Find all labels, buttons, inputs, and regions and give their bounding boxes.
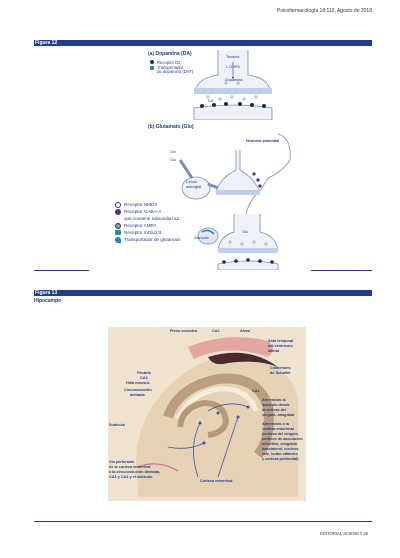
label-ent-2: corteza entorrinal [262, 427, 294, 431]
neuron-label: Neurona piramidal [246, 139, 280, 143]
label-aff-4: cíngulo, amígdala [262, 413, 295, 417]
label-ent-3: (corteza del cíngulo, [262, 432, 299, 436]
figure-12-rule-left [34, 270, 89, 271]
panel-b-title: (b) Glutamato (Glu) [148, 124, 194, 130]
label-asta-1: Asta temporal [268, 339, 294, 343]
label-ca2: CA2 [212, 329, 220, 333]
astroglial-label-1: Célula [186, 180, 197, 184]
bottom-rule [34, 521, 372, 522]
label-ent-7: rafe, bulbo olfatorio [262, 452, 298, 456]
label-ent-1: Aferencias a la [262, 422, 289, 426]
astrocyte-label: Astrocito [194, 236, 209, 240]
da-label: DA [208, 99, 214, 103]
dopamine-synapse-diagram [193, 50, 273, 120]
dat-label-2: de dopamina (DAT) [157, 69, 194, 74]
l-dopa-label: L-DOPA [226, 65, 240, 69]
label-aff-2: subículo desde [262, 403, 290, 407]
dat-label-1: Transportador [157, 65, 184, 70]
page-footer: EDITORIAL SCIENS // 25 [320, 531, 368, 536]
legend-nmda: Receptor NMDA [115, 201, 181, 208]
label-aff-1: Aferencias al [262, 398, 286, 402]
panel-a-title: (a) Dopamina (DA) [148, 51, 192, 57]
d2-receptor-label: Receptor D2 [157, 59, 181, 65]
mglu-icon [115, 230, 121, 235]
label-subiculo: Subículo [109, 423, 126, 427]
ampa-icon [115, 222, 121, 229]
panel-a-legend: Receptor D2 Transportador de dopamina (D… [150, 59, 193, 75]
label-aff-3: la corteza del [262, 408, 287, 412]
dat-icon [150, 65, 154, 70]
label-plexo: Plexo coroideo [170, 329, 198, 333]
legend-gaba-sub: que contiene subunidad a2 [124, 216, 180, 221]
dopamine-label: Dopamina [225, 78, 243, 82]
label-ent-4: cortices de asociación [262, 437, 303, 441]
legend-transporter: Transportador de glutamato [115, 236, 181, 243]
legend-ampa: Receptor AMPA [115, 222, 181, 229]
label-ent-6: basolateral, núcleos [262, 447, 299, 451]
label-ca1: CA1 [252, 389, 260, 393]
figure-13-title: Hipocampo [34, 298, 62, 304]
legend-mglu: Receptor mGlu2/3 [115, 229, 181, 236]
label-circ-1: Circunvolución [124, 388, 152, 392]
label-corteza: Corteza entorrinal [200, 479, 233, 483]
label-via-4: CA1 y CA3 y el subículo [109, 475, 153, 479]
label-asta-2: del ventrículo [268, 344, 293, 348]
figure-12-legend: Receptor NMDA Receptor GABA-A que contie… [115, 201, 181, 243]
figure-12-rule-right [311, 270, 372, 271]
figure-13-label: Figura 13 [35, 290, 58, 296]
label-asta-3: lateral [268, 349, 280, 353]
glu-label-1: Glu [170, 158, 176, 162]
glu-label-2: Glu [242, 230, 248, 234]
label-ca3: CA3 [140, 376, 148, 380]
figure-13-bar [34, 290, 372, 296]
label-ent-8: y corteza prefrontal) [262, 457, 299, 461]
astroglial-label-2: astroglial [186, 185, 202, 189]
d2-receptor-icon [150, 60, 154, 64]
journal-header: Psicofarmacología 18:110, Agosto de 2018 [277, 8, 372, 14]
label-fimbria: Fimbria [137, 371, 151, 375]
label-via-3: a la circunvolución dentada, [109, 470, 161, 474]
figure-12-bar [34, 40, 372, 46]
gaba-icon [115, 208, 121, 215]
label-circ-2: dentada [130, 393, 145, 397]
label-via-2: de la corteza entorrinal [109, 465, 151, 469]
hippocampus-illustration [108, 327, 306, 501]
label-hilio: Hilio mossus [126, 381, 150, 385]
nmda-icon [115, 201, 121, 208]
label-schaffer-1: Colaterales [270, 366, 291, 370]
glutamate-synapse-diagram [178, 133, 291, 270]
legend-gaba: Receptor GABA-A [115, 208, 181, 215]
label-ent-5: sensitiva, amígdala [262, 442, 297, 446]
transporter-icon [115, 236, 121, 243]
label-via-1: Vía perforante [109, 460, 135, 464]
figure-12-label: Figura 12 [35, 40, 58, 46]
gln-label-1: Gln [170, 150, 176, 154]
tyrosine-label: Tirosina [226, 55, 240, 59]
label-schaffer-2: de Schaffer [270, 371, 291, 375]
label-alveo: Álveo [240, 329, 251, 333]
